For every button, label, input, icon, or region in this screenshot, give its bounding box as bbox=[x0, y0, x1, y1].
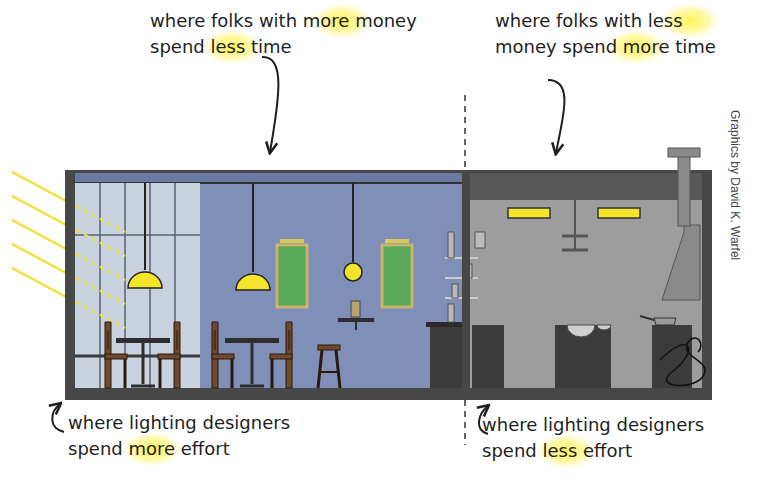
pan bbox=[654, 318, 676, 325]
sun-ray-inside bbox=[76, 254, 125, 280]
chair-leg bbox=[271, 359, 274, 388]
table-base bbox=[131, 385, 155, 388]
sun-ray bbox=[12, 220, 68, 250]
high-table-leg bbox=[355, 322, 357, 330]
shelf-item bbox=[475, 232, 485, 248]
kitchen-ceiling bbox=[470, 173, 702, 200]
divider-wall bbox=[462, 183, 470, 388]
leader-arrow bbox=[548, 80, 564, 153]
wall-shelf bbox=[445, 297, 478, 299]
chair bbox=[270, 322, 292, 388]
kitchen-light bbox=[598, 208, 640, 218]
pot-rack-bar bbox=[562, 235, 588, 238]
bar-counter bbox=[430, 325, 462, 388]
globe-pendant bbox=[344, 263, 362, 281]
annotation: where folks with more money spend less t… bbox=[150, 8, 440, 60]
chair bbox=[105, 322, 127, 388]
chair-seat bbox=[270, 354, 292, 359]
chair-seat bbox=[212, 354, 234, 359]
chair-slat bbox=[108, 330, 109, 350]
chair-leg bbox=[159, 359, 162, 388]
sun-ray-inside bbox=[76, 206, 125, 232]
bottle bbox=[452, 284, 458, 298]
chair-leg bbox=[124, 359, 127, 388]
chair-slat bbox=[289, 330, 290, 350]
stool-leg bbox=[318, 350, 322, 388]
bottle bbox=[448, 304, 454, 322]
table-leg bbox=[142, 343, 145, 384]
picture-light bbox=[385, 239, 409, 243]
pan-handle bbox=[640, 316, 654, 320]
glass bbox=[351, 301, 360, 317]
kitchen-light bbox=[508, 208, 550, 218]
stool-seat bbox=[318, 345, 340, 350]
wall-shelf bbox=[445, 277, 478, 279]
credit-text: Graphics by David K. Warfel bbox=[728, 110, 742, 260]
dining-roof-band bbox=[75, 173, 462, 183]
pendant-cord bbox=[144, 183, 146, 270]
sun-ray-inside bbox=[76, 302, 125, 328]
table-top bbox=[225, 338, 279, 343]
sun-ray-inside bbox=[76, 230, 125, 256]
table-top bbox=[116, 338, 170, 343]
sun-ray bbox=[12, 196, 68, 226]
kitchen bbox=[470, 200, 702, 388]
window-transom bbox=[75, 234, 200, 236]
annotation: where lighting designers spend more effo… bbox=[68, 410, 338, 462]
table-base bbox=[240, 385, 264, 388]
pendant-shade bbox=[236, 274, 270, 290]
leader-arrows bbox=[52, 57, 564, 434]
stool-leg bbox=[336, 350, 340, 388]
pendant-cord bbox=[352, 183, 354, 262]
pot-rack-bar bbox=[562, 249, 588, 252]
leader-arrow bbox=[262, 57, 278, 152]
sun-ray bbox=[12, 172, 68, 202]
sun-ray bbox=[12, 268, 68, 298]
chair-slat bbox=[215, 330, 216, 350]
pendant-shade bbox=[128, 272, 162, 288]
prep-counter bbox=[555, 325, 611, 388]
range-hood bbox=[662, 225, 700, 300]
prep-counter bbox=[472, 325, 504, 388]
wall-picture bbox=[277, 245, 307, 307]
window bbox=[75, 183, 200, 388]
chimney-cap bbox=[668, 148, 700, 157]
leader-arrow bbox=[52, 404, 64, 432]
building-shell bbox=[65, 170, 712, 400]
mixing-bowl bbox=[567, 325, 595, 337]
chair-leg bbox=[231, 359, 234, 388]
wall-picture bbox=[382, 245, 412, 307]
dashed-divider bbox=[464, 95, 466, 172]
restaurant-section bbox=[65, 148, 712, 400]
dining-room bbox=[75, 183, 462, 388]
dashed-divider bbox=[464, 400, 466, 445]
small-bowl bbox=[597, 325, 611, 330]
chair-slat bbox=[177, 330, 178, 350]
stool-rung bbox=[320, 371, 338, 373]
chimney-pipe bbox=[678, 156, 690, 226]
chair-seat bbox=[105, 354, 127, 359]
chair bbox=[158, 322, 180, 388]
pot-rack-rod bbox=[574, 200, 576, 250]
bar-counter-top bbox=[426, 322, 462, 327]
annotation: where folks with less money spend more t… bbox=[495, 8, 723, 60]
table-leg bbox=[251, 343, 254, 384]
high-table-top bbox=[338, 318, 374, 322]
signature bbox=[660, 338, 705, 386]
sun-ray-inside bbox=[76, 278, 125, 304]
window-sill bbox=[75, 355, 200, 358]
annotation: where lighting designers spend less effo… bbox=[482, 412, 752, 464]
chair bbox=[212, 322, 234, 388]
section-divider bbox=[465, 95, 466, 445]
pendant-cord bbox=[252, 183, 254, 272]
picture-light bbox=[280, 239, 304, 243]
chair-seat bbox=[158, 354, 180, 359]
sun-ray bbox=[12, 244, 68, 274]
bottle bbox=[448, 232, 454, 258]
